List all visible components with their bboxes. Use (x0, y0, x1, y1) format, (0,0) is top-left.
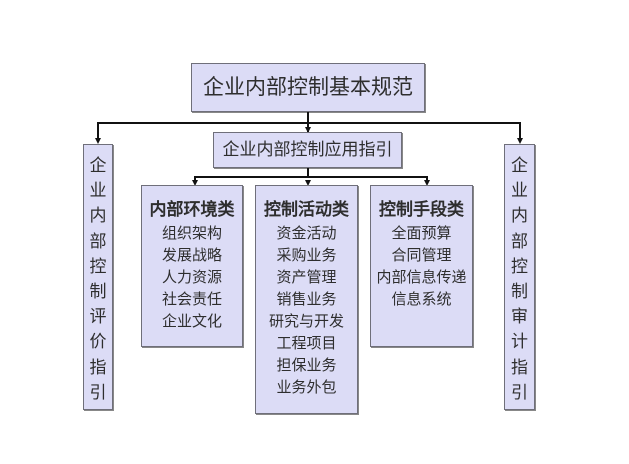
category-item: 全面预算 (391, 224, 452, 242)
arrow-icon (424, 180, 430, 186)
category-control-activities: 控制活动类资金活动采购业务资产管理销售业务研究与开发工程项目担保业务业务外包 (255, 185, 358, 414)
vertical-char: 控 (89, 256, 107, 277)
vertical-char: 价 (89, 332, 107, 353)
connector (97, 122, 99, 140)
category-item: 资产管理 (276, 268, 337, 286)
vertical-char: 业 (511, 181, 528, 202)
vertical-char: 引 (511, 382, 528, 403)
category-title: 控制手段类 (379, 200, 464, 220)
vertical-char: 制 (89, 282, 107, 303)
vertical-char: 内 (511, 206, 528, 227)
category-item: 担保业务 (276, 356, 337, 374)
category-item: 业务外包 (276, 378, 337, 396)
arrow-icon (305, 180, 311, 186)
category-item: 内部信息传递 (376, 268, 467, 286)
arrow-icon (95, 138, 101, 144)
vertical-char: 评 (89, 307, 107, 328)
category-item: 人力资源 (161, 268, 222, 286)
vertical-char: 指 (511, 357, 528, 378)
category-item: 企业文化 (161, 312, 222, 330)
category-item: 合同管理 (391, 246, 452, 264)
connector (194, 176, 428, 178)
audit-guideline-box: 企业内部控制审计指引 (504, 144, 535, 410)
connector (97, 122, 521, 124)
category-item: 社会责任 (161, 290, 222, 308)
category-item: 销售业务 (276, 290, 337, 308)
vertical-char: 业 (89, 181, 107, 202)
category-item: 研究与开发 (268, 312, 344, 330)
vertical-char: 企 (89, 156, 107, 177)
arrow-icon (305, 127, 311, 133)
vertical-char: 企 (511, 156, 528, 177)
category-item: 工程项目 (276, 334, 337, 352)
arrow-icon (192, 180, 198, 186)
application-guideline-box: 企业内部控制应用指引 (213, 132, 402, 168)
arrow-icon (517, 138, 523, 144)
vertical-char: 指 (89, 357, 107, 378)
vertical-char: 控 (511, 256, 528, 277)
category-item: 采购业务 (276, 246, 337, 264)
category-item: 组织架构 (161, 224, 222, 242)
connector (307, 168, 309, 178)
vertical-char: 制 (511, 282, 528, 303)
category-control-means: 控制手段类全面预算合同管理内部信息传递信息系统 (370, 185, 473, 347)
basic-standard-box: 企业内部控制基本规范 (191, 63, 425, 112)
evaluation-guideline-box: 企业内部控制评价指引 (83, 144, 113, 410)
category-item: 信息系统 (391, 290, 452, 308)
category-title: 内部环境类 (149, 200, 235, 220)
category-item: 发展战略 (161, 246, 222, 264)
connector (194, 176, 196, 181)
category-item: 资金活动 (276, 224, 337, 242)
category-internal-environment: 内部环境类组织架构发展战略人力资源社会责任企业文化 (141, 185, 243, 347)
connector (426, 176, 428, 181)
vertical-char: 部 (89, 231, 107, 252)
vertical-char: 审 (511, 307, 528, 328)
connector (519, 122, 521, 140)
vertical-char: 引 (89, 382, 107, 403)
vertical-char: 计 (511, 332, 528, 353)
vertical-char: 内 (89, 206, 107, 227)
category-title: 控制活动类 (264, 200, 349, 220)
vertical-char: 部 (511, 231, 528, 252)
